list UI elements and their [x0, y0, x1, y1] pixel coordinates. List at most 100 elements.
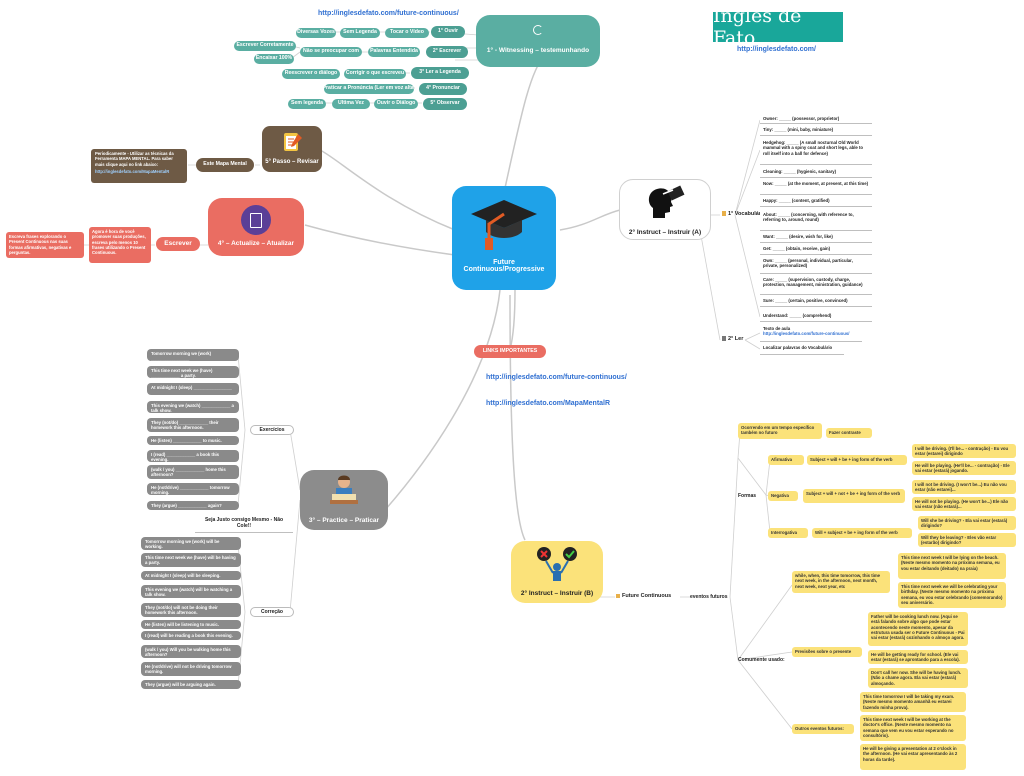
answer-item[interactable]: They (argue) will be arguing again. — [141, 680, 241, 689]
afirmativa-box[interactable]: Afirmativa — [768, 455, 804, 465]
escrever-item[interactable]: Palavras Entendida — [368, 47, 420, 57]
ouvir-item[interactable]: Sem Legenda — [340, 28, 380, 38]
ler-legenda-node[interactable]: 3° Ler a Legenda — [411, 67, 469, 79]
vocabulario-label[interactable]: 1° Vocabulário — [722, 211, 766, 217]
formas-label[interactable]: Formas — [738, 493, 757, 499]
vocab-item[interactable]: Owner: _____ (possessor, proprietor) — [760, 115, 872, 124]
observar-item[interactable]: Sem legenda — [288, 99, 326, 109]
ouvir-node[interactable]: 1° Ouvir — [431, 26, 465, 38]
answer-item[interactable]: At midnight I (sleep) will be sleeping. — [141, 571, 241, 580]
vocab-item[interactable]: Hedgehog: _____ (A small nocturnal Old W… — [760, 139, 872, 165]
exercise-item[interactable]: This time next week we (have) __________… — [147, 366, 239, 378]
central-node[interactable]: Future Continuous/Progressive — [452, 186, 556, 290]
afirmativa-example[interactable]: I will be driving. (I'll be... - contraç… — [912, 444, 1016, 458]
negativa-example[interactable]: I will not be driving. (I won't be...) E… — [912, 480, 1016, 494]
instruct-b-node[interactable]: 2° Instruct – Instruir (B) — [511, 541, 603, 603]
outros-example[interactable]: He will be giving a presentation at 2 o'… — [860, 744, 966, 770]
eventos-futuros-label[interactable]: eventos futuros — [690, 594, 728, 600]
link-future-continuous[interactable]: http://inglesdefato.com/future-continuou… — [486, 374, 627, 381]
answer-item[interactable]: This time next week we (have) will be ha… — [141, 553, 241, 567]
actualize-node[interactable]: 4° – Actualize – Atualizar — [208, 198, 304, 256]
brand-url[interactable]: http://inglesdefato.com/ — [737, 46, 816, 53]
answer-item[interactable]: (walk / you) Will you be walking home th… — [141, 645, 241, 658]
while-example[interactable]: This time next week I will be lying on t… — [898, 553, 1006, 579]
vocab-item[interactable]: About: _____ (concerning, with reference… — [760, 211, 872, 231]
observar-item[interactable]: Ultima Vez — [332, 99, 370, 109]
exercicios-node[interactable]: Exercícios — [250, 425, 294, 435]
localizar-palavras[interactable]: Localizar palavras do Vocabulário — [760, 344, 844, 355]
exercise-item[interactable]: He (not/drive) ____________ tomorrow mor… — [147, 483, 239, 495]
while-box[interactable]: while, when, this time tomorrow, this ti… — [792, 571, 890, 593]
previsoes-box[interactable]: Previsões sobre o presente — [792, 647, 862, 657]
vocab-item[interactable]: Care: _____ (supervision, custody, charg… — [760, 276, 872, 295]
exercise-item[interactable]: They (argue) ____________ again? — [147, 501, 239, 510]
vocab-item[interactable]: Get: _____ (obtain, receive, gain) — [760, 245, 872, 255]
observar-node[interactable]: 5° Observar — [423, 98, 467, 110]
escrever-node[interactable]: 2° Escrever — [426, 46, 468, 58]
observar-item[interactable]: Ouvir o Diálogo — [374, 99, 418, 109]
witnessing-node[interactable]: 1° - Witnessing – testemunhando — [476, 15, 600, 67]
future-continuous-label[interactable]: Future Continuous — [616, 593, 671, 599]
witnessing-url[interactable]: http://inglesdefato.com/future-continuou… — [318, 10, 459, 17]
vocab-item[interactable]: Understand: _____ (comprehend) — [760, 312, 872, 322]
este-mapa-node[interactable]: Este Mapa Mental — [196, 158, 254, 172]
exercise-item[interactable]: (walk / you) ____________ home this afte… — [147, 465, 239, 479]
ler-item[interactable]: Reescrever o diálogo — [282, 69, 340, 79]
vocab-item[interactable]: Sure: _____ (certain, positive, convince… — [760, 297, 872, 307]
previsoes-example[interactable]: Father will be cooking lunch now. (Aqui … — [868, 612, 968, 646]
vocab-item[interactable]: Own: _____ (personal, individual, partic… — [760, 257, 872, 274]
answer-item[interactable]: He (listen) will be listening to music. — [141, 620, 241, 629]
afirmativa-example[interactable]: He will be playing. (He'll be... - contr… — [912, 461, 1016, 475]
answer-item[interactable]: This evening we (watch) will be watching… — [141, 585, 241, 598]
exercise-item[interactable]: They (not/do) ____________ their homewor… — [147, 418, 239, 432]
ouvir-item[interactable]: Diversas Vozes — [296, 28, 336, 38]
interrogativa-formula[interactable]: Will + subject + be + ing form of the ve… — [812, 528, 912, 538]
previsoes-example[interactable]: Don't call her now. She will be having l… — [868, 668, 968, 688]
outros-box[interactable]: Outros eventos futuros: — [792, 724, 854, 734]
escrever-item[interactable]: Encaixar 100% — [254, 54, 294, 64]
vocab-item[interactable]: Tiny: _____ (mini, baby, miniature) — [760, 126, 872, 136]
answer-item[interactable]: Tomorrow morning we (work) will be worki… — [141, 537, 241, 550]
instruct-a-node[interactable]: 2° Instruct – Instruir (A) — [619, 179, 711, 240]
exercise-item[interactable]: At midnight I (sleep) ________________ — [147, 383, 239, 395]
outros-example[interactable]: This time tomorrow I will be taking my e… — [860, 692, 966, 712]
correcao-node[interactable]: Correção — [250, 607, 294, 617]
comumente-label[interactable]: Comumente usado: — [738, 657, 785, 663]
exercise-item[interactable]: This evening we (watch) ____________ a t… — [147, 401, 239, 413]
ler-label[interactable]: 2° Ler — [722, 336, 743, 342]
while-example[interactable]: This time next week we will be celebrati… — [898, 582, 1006, 608]
pronunciar-item[interactable]: Praticar a Pronúncia (Ler em voz alta) — [324, 84, 414, 94]
escrever-item[interactable]: Não se preocupar com — [300, 47, 362, 57]
vocab-item[interactable]: Want: _____ (desire, wish for, like) — [760, 233, 872, 243]
practice-node[interactable]: 3° – Practice – Praticar — [300, 470, 388, 530]
links-importantes-node[interactable]: LINKS IMPORTANTES — [474, 345, 546, 358]
vocab-item[interactable]: Happy: _____ (content, gratified) — [760, 197, 872, 207]
previsoes-example[interactable]: He will be getting ready for school. (El… — [868, 650, 968, 664]
revisar-note-link[interactable]: http://inglesdefato.com/MapaMentalR — [95, 168, 170, 174]
exercise-item[interactable]: Tomorrow morning we (work) _____________… — [147, 349, 239, 361]
interrogativa-box[interactable]: Interrogativa — [768, 528, 808, 538]
exercise-item[interactable]: I (read) ____________ a book this evenin… — [147, 450, 239, 462]
answer-item[interactable]: They (not/do) will not be doing their ho… — [141, 603, 241, 617]
link-mapa-mental[interactable]: http://inglesdefato.com/MapaMentalR — [486, 400, 611, 407]
revisar-node[interactable]: 5° Passo – Revisar — [262, 126, 322, 172]
seja-justo-node[interactable]: Seja Justo consigo Mesmo - Não Cole!! — [195, 516, 293, 533]
texto-de-aula-link[interactable]: http://inglesdefato.com/future-continuou… — [763, 331, 850, 337]
vocab-item[interactable]: Now: _____ (at the moment, at present, a… — [760, 180, 872, 195]
fazer-contraste-box[interactable]: Fazer contraste — [826, 428, 872, 438]
negativa-example[interactable]: He will not be playing. (He won't be...)… — [912, 497, 1016, 511]
ouvir-item[interactable]: Tocar o Vídeo — [385, 28, 429, 38]
vocab-item[interactable]: Cleaning: _____ (hygienic, sanitary) — [760, 168, 872, 178]
ler-item[interactable]: Corrigir o que escreveu — [344, 69, 406, 79]
negativa-formula[interactable]: Subject + will + not + be + ing form of … — [803, 489, 905, 503]
ocorrendo-box[interactable]: Ocorrendo em um tempo específico também … — [738, 423, 822, 439]
interrogativa-example[interactable]: Will they be leaving? - Eles vão estar (… — [918, 533, 1016, 547]
interrogativa-example[interactable]: Will she be driving? - Ela vai estar (es… — [918, 516, 1016, 530]
exercise-item[interactable]: He (listen) ____________ to music. — [147, 436, 239, 445]
outros-example[interactable]: This time next week I will be working at… — [860, 715, 966, 741]
answer-item[interactable]: He (not/drive) will not be driving tomor… — [141, 662, 241, 676]
afirmativa-formula[interactable]: Subject + will + be + ing form of the ve… — [807, 455, 907, 465]
escrever-item[interactable]: Escrever Corretamente — [234, 41, 296, 51]
actualize-escrever-node[interactable]: Escrever — [156, 237, 200, 251]
pronunciar-node[interactable]: 4° Pronunciar — [419, 83, 467, 95]
